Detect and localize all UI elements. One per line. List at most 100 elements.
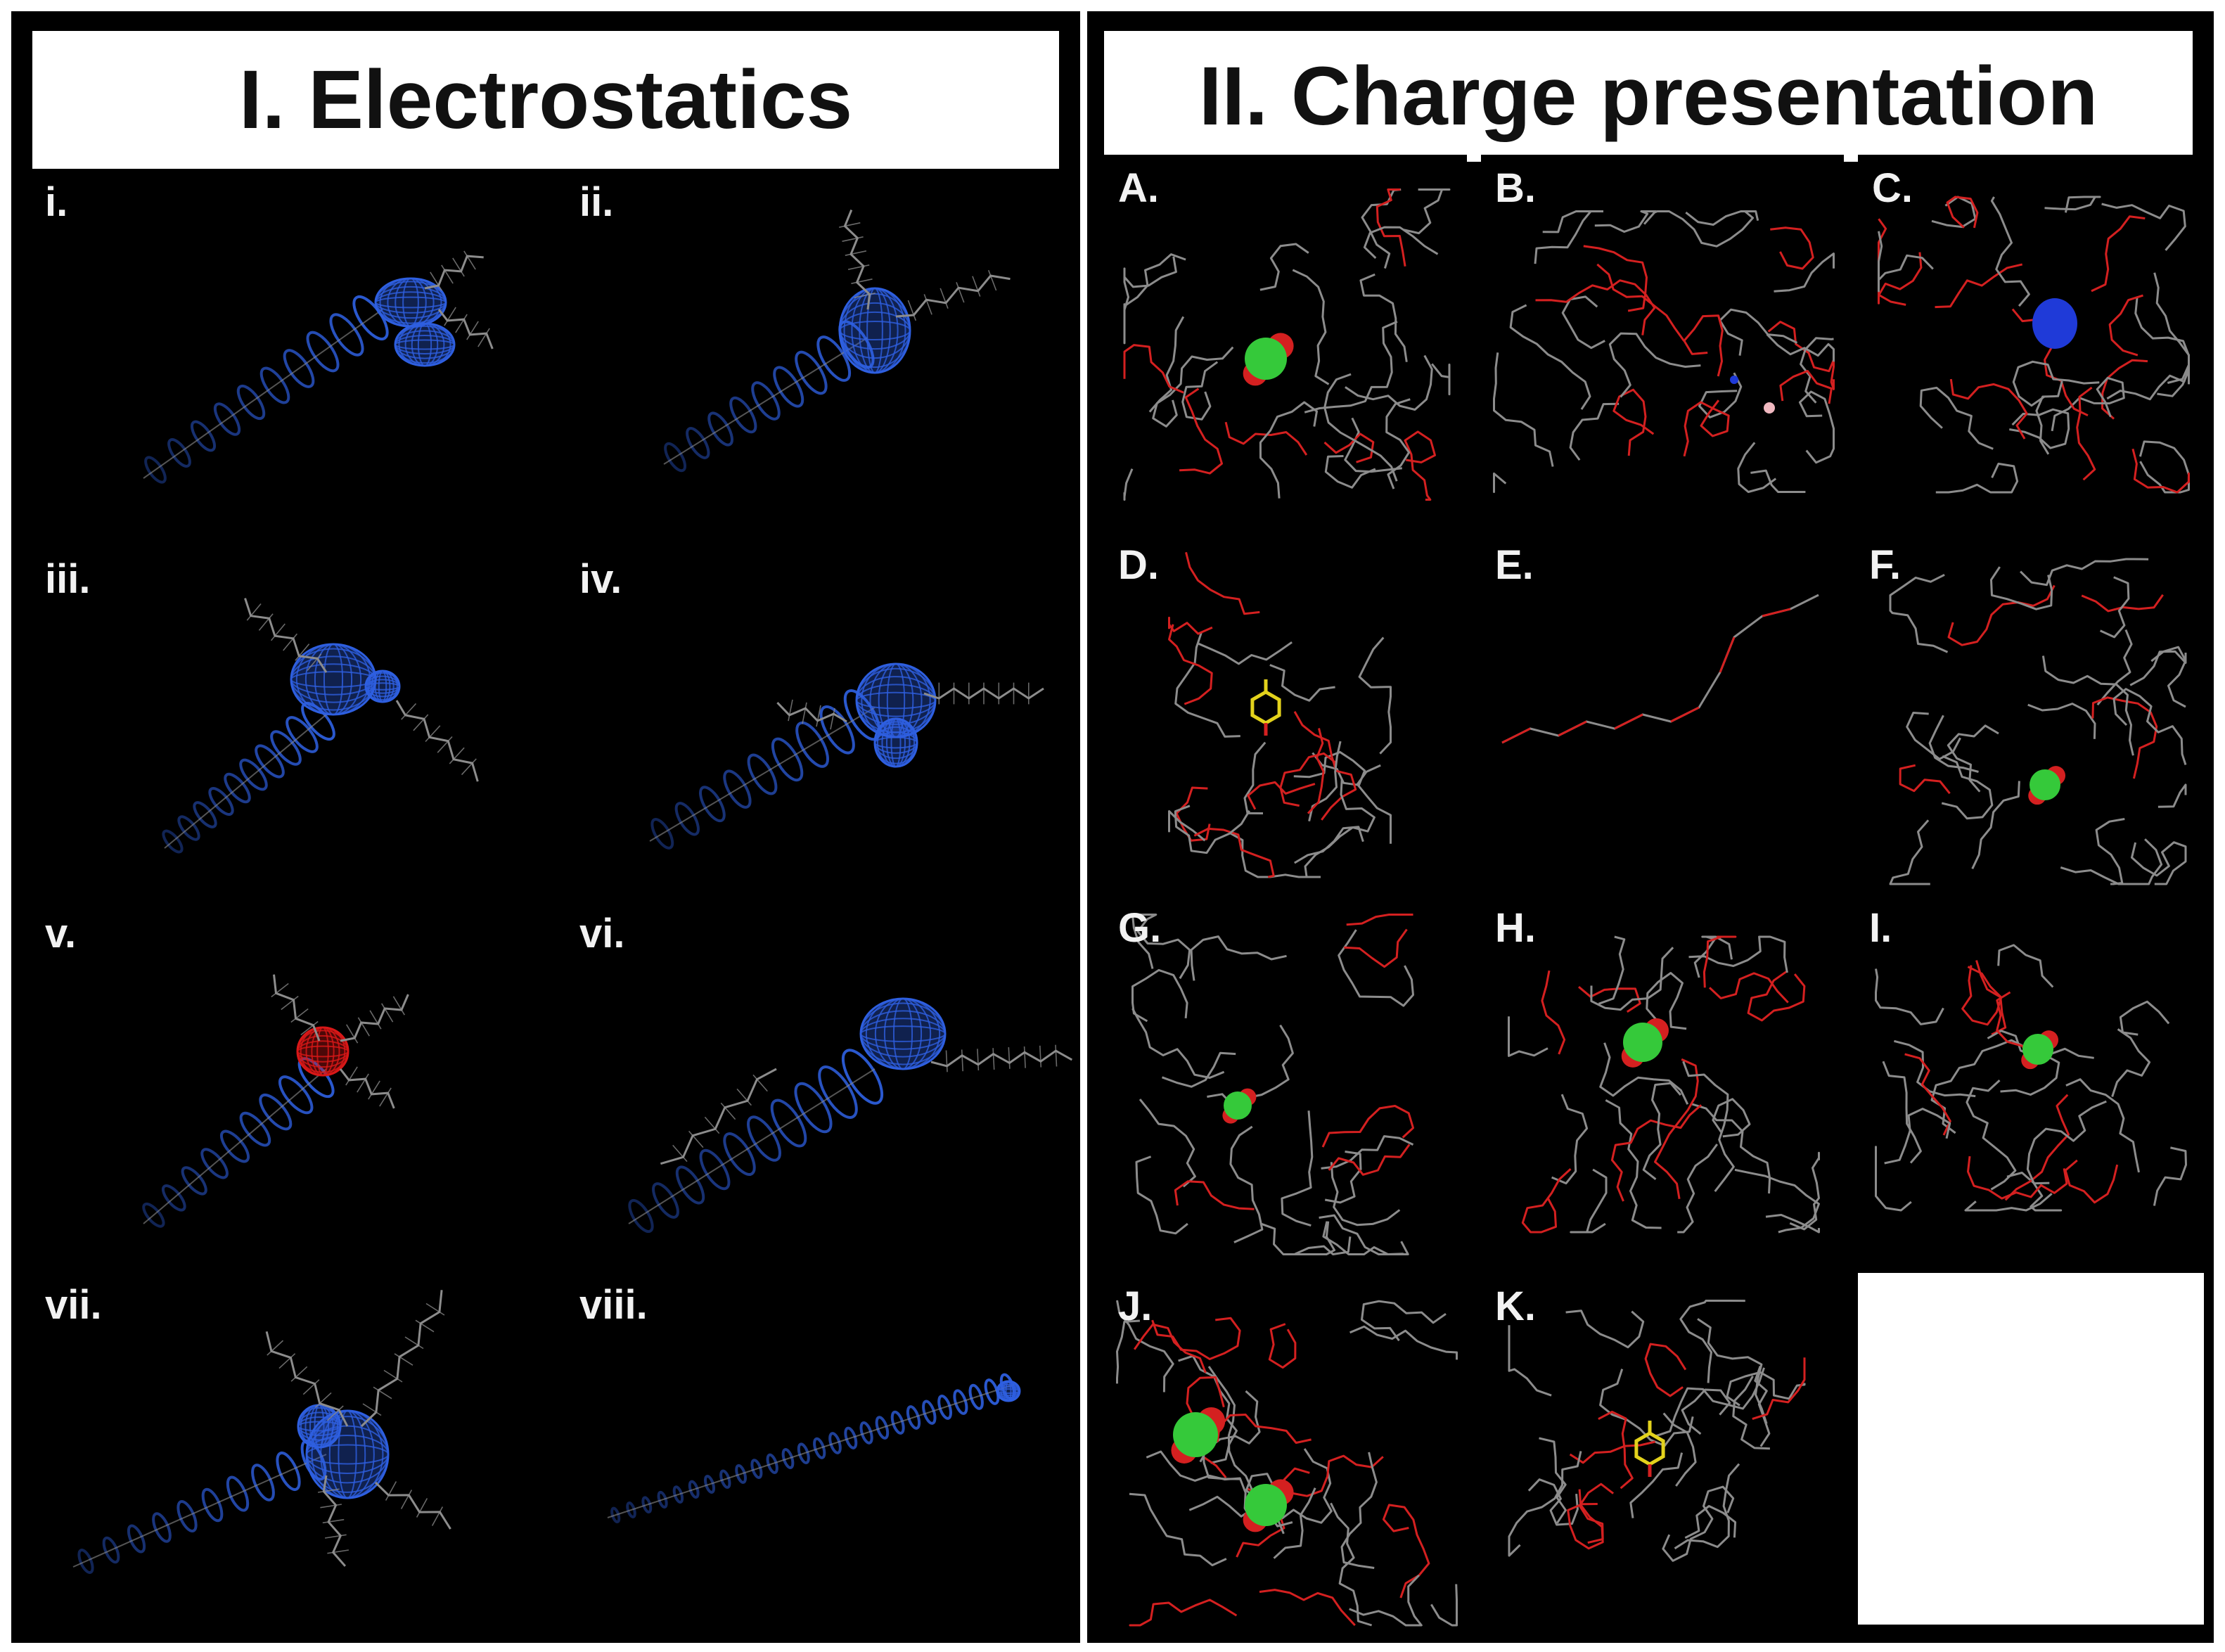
proton-atom: [1764, 402, 1775, 414]
chloride-ion: [2028, 766, 2066, 805]
alkyl-chain: [437, 307, 494, 350]
panel-e-label: E.: [1495, 542, 1534, 588]
cation-sphere: [2032, 298, 2077, 349]
alkyl-chain: [360, 1290, 445, 1428]
nitrogen-atom: [1730, 376, 1738, 384]
molecular-render: [72, 1290, 451, 1574]
panel-e: E.: [1481, 532, 1844, 890]
panel-i: i.: [31, 169, 540, 534]
molecular-render: [663, 209, 1011, 473]
molecular-render: [1508, 1300, 1806, 1562]
molecule-stick-model: [1168, 551, 1392, 878]
panel-vii: vii.: [31, 1272, 540, 1633]
alkyl-chain: [660, 1068, 777, 1165]
chloride-ion: [2021, 1030, 2059, 1070]
molecule-stick-model: [1493, 210, 1835, 493]
panel-iii-label: iii.: [45, 556, 91, 602]
panel-c: C.: [1858, 155, 2204, 518]
alkyl-chain: [424, 250, 484, 291]
alkyl-chain: [244, 598, 328, 673]
chloride-ion: [1621, 1018, 1669, 1068]
molecular-render: [143, 250, 494, 484]
chloride-ion: [1243, 333, 1294, 386]
panel-k: K.: [1481, 1273, 1844, 1639]
panel-vi-label: vi.: [579, 911, 625, 956]
helix-backbone: [143, 295, 389, 484]
panel-i-label: i.: [45, 179, 68, 225]
alkyl-chain: [339, 1066, 395, 1109]
charge-presentation-title-box: II. Charge presentation: [1104, 31, 2193, 162]
helix-backbone: [162, 701, 335, 854]
panel-f: F.: [1855, 532, 2204, 890]
molecule-stick-model: [1116, 1300, 1458, 1627]
panel-c-label: C.: [1872, 165, 1913, 211]
molecular-render: [162, 598, 479, 854]
molecular-render: [1123, 188, 1451, 501]
panel-h: H.: [1481, 895, 1844, 1262]
molecular-render: [1508, 935, 1820, 1234]
chloride-ion: [1222, 1088, 1257, 1124]
panel-j: J.: [1104, 1273, 1464, 1639]
alkyl-chain: [839, 209, 876, 310]
molecule-stick-model: [1878, 196, 2190, 494]
helix-backbone: [607, 1373, 1016, 1523]
alkyl-chain: [895, 269, 1011, 321]
chloride-ion: [1171, 1407, 1226, 1464]
alkyl-chain: [265, 1331, 349, 1427]
molecule-stick-model: [1875, 944, 2187, 1212]
panel-v: v.: [31, 900, 540, 1260]
mesh-blob: [290, 643, 377, 716]
panel-k-label: K.: [1495, 1283, 1536, 1329]
molecular-render: [1493, 210, 1835, 493]
zigzag-chain: [1501, 594, 1819, 744]
molecular-render: [1116, 1300, 1458, 1627]
molecular-render: [628, 997, 1073, 1234]
panel-viii: viii.: [565, 1272, 1077, 1633]
mesh-blob: [996, 1380, 1021, 1402]
electrostatics-section: I. Electrostatics i.ii.iii.iv.v.vi.vii.v…: [11, 11, 1080, 1643]
molecular-render: [1889, 558, 2187, 885]
molecule-stick-model: [1508, 935, 1820, 1234]
alkyl-chain: [923, 682, 1044, 705]
helix-backbone: [663, 320, 875, 473]
mesh-blob: [838, 287, 911, 374]
charge-presentation-title: II. Charge presentation: [1198, 50, 2098, 143]
panel-i-charge-label: I.: [1869, 905, 1892, 951]
helix-backbone: [649, 689, 881, 850]
panel-ii: ii.: [565, 169, 1077, 534]
charge-presentation-section: II. Charge presentation A.B.C.D.E.F.G.H.…: [1087, 11, 2214, 1643]
panel-d: D.: [1104, 532, 1464, 890]
molecular-render: [607, 1373, 1021, 1523]
panel-iv: iv.: [565, 546, 1077, 888]
helix-backbone: [628, 1049, 884, 1234]
panel-vi: vi.: [565, 900, 1077, 1260]
mesh-blob: [297, 1404, 342, 1449]
helix-backbone: [142, 1057, 335, 1228]
molecular-render: [1168, 551, 1392, 878]
panel-i-charge: I.: [1855, 895, 2204, 1262]
mesh-blob: [305, 1409, 390, 1499]
panel-vii-label: vii.: [45, 1282, 102, 1328]
helix-backbone: [72, 1439, 327, 1574]
aromatic-ring: [1250, 679, 1281, 736]
molecule-stick-model: [1508, 1300, 1806, 1562]
molecular-render: [1878, 196, 2190, 494]
panel-h-label: H.: [1495, 905, 1536, 951]
panel-ii-label: ii.: [579, 179, 614, 225]
molecular-render: [1501, 594, 1819, 744]
molecular-render: [649, 662, 1044, 850]
panel-viii-label: viii.: [579, 1282, 648, 1328]
panel-iv-label: iv.: [579, 556, 622, 602]
panel-b: B.: [1481, 155, 1844, 518]
chloride-ion: [1243, 1479, 1294, 1532]
mesh-blob: [394, 322, 456, 367]
aromatic-ring: [1634, 1421, 1665, 1477]
molecule-stick-model: [1889, 558, 2187, 885]
mesh-blob: [855, 662, 937, 738]
panel-b-label: B.: [1495, 165, 1536, 211]
panel-v-label: v.: [45, 911, 77, 956]
panel-f-label: F.: [1869, 542, 1902, 588]
alkyl-chain: [776, 699, 847, 730]
alkyl-chain: [340, 994, 409, 1044]
